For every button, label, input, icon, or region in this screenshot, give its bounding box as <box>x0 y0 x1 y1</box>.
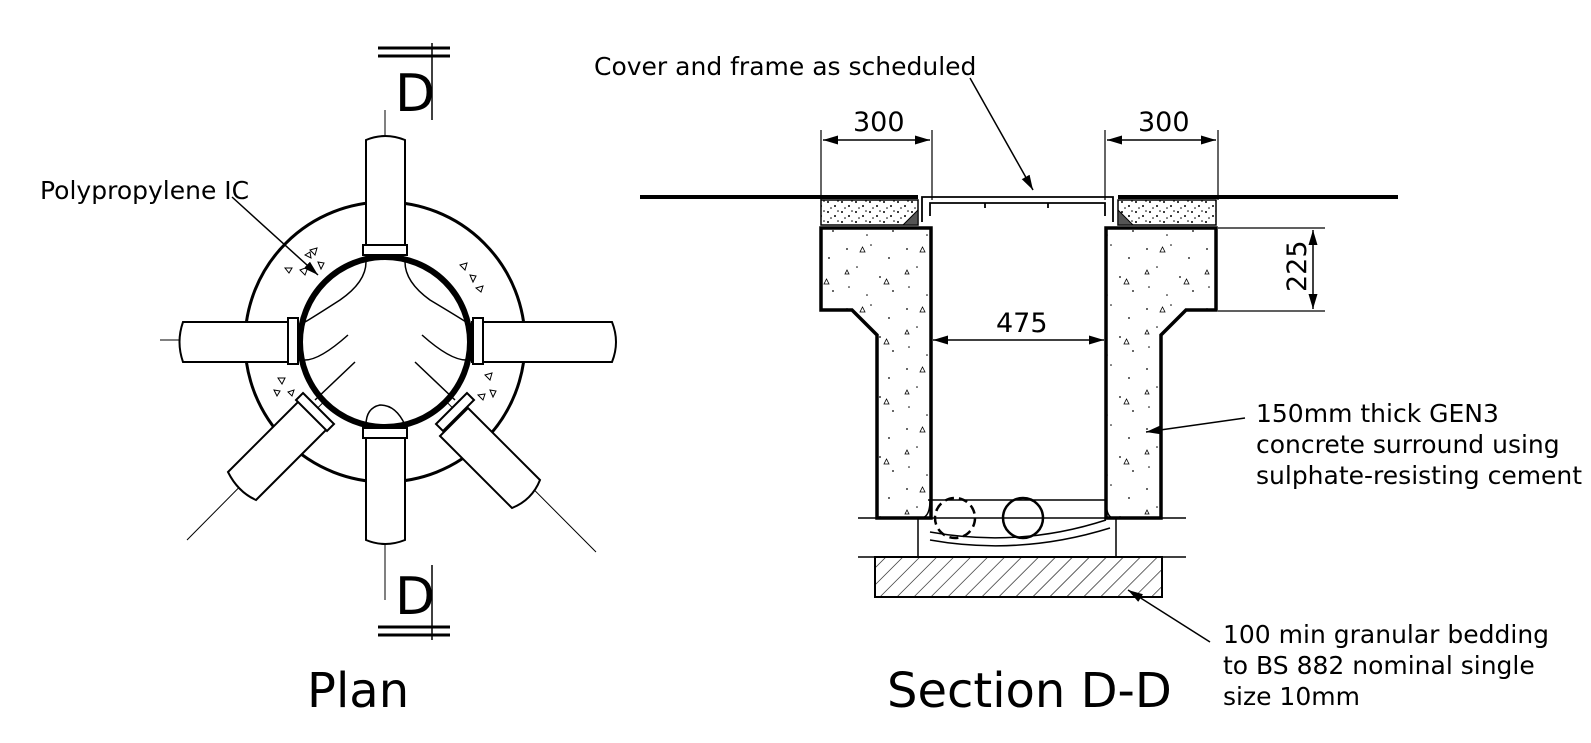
plan-pipes <box>178 135 617 545</box>
surround-leader <box>1145 417 1246 435</box>
section-marker-top: D <box>378 43 450 124</box>
surround-note-line-2: concrete surround using <box>1256 430 1560 459</box>
pipe-section-solid <box>1001 496 1045 540</box>
concrete-surround-right <box>1104 226 1218 520</box>
cover-leader <box>969 77 1034 191</box>
section-marker-bottom-letter: D <box>395 567 435 627</box>
plan-title: Plan <box>307 663 409 719</box>
pipe-left <box>178 321 299 363</box>
dim-300-left: 300 <box>820 107 933 200</box>
granular-bedding <box>874 556 1163 598</box>
dim-300-right-text: 300 <box>1138 107 1190 138</box>
dim-300-left-text: 300 <box>853 107 905 138</box>
pipe-right <box>471 321 617 363</box>
pipe-top <box>365 135 406 251</box>
dim-300-right: 300 <box>1104 107 1219 200</box>
dim-475-text: 475 <box>996 308 1048 339</box>
dim-475: 475 <box>933 308 1104 345</box>
section-marker-bottom: D <box>378 565 450 640</box>
plan-chamber <box>297 254 473 430</box>
plan-view: D D <box>40 43 617 719</box>
plan-chamber-note: Polypropylene IC <box>40 176 249 205</box>
frame-bedding-right <box>1117 199 1217 226</box>
plan-aggregate-marks <box>273 247 497 401</box>
fillet-right <box>1117 208 1135 226</box>
surround-note-line-3: sulphate-resisting cement <box>1256 461 1582 490</box>
fillet-left <box>901 208 919 226</box>
pipe-diag-left <box>226 398 330 502</box>
pipe-section-dashed <box>933 496 977 540</box>
concrete-surround-left <box>819 226 933 520</box>
plan-pipe-sockets <box>287 244 484 439</box>
dim-225-text: 225 <box>1282 240 1313 292</box>
section-title: Section D-D <box>887 663 1172 719</box>
surround-note: 150mm thick GEN3 concrete surround using… <box>1256 399 1582 490</box>
plan-benching <box>304 261 467 426</box>
section-view: 300 300 475 225 Cover and frame as sched… <box>594 52 1582 719</box>
surround-note-line-1: 150mm thick GEN3 <box>1256 399 1499 428</box>
frame-bedding-left <box>820 199 919 226</box>
section-marker-top-letter: D <box>395 64 435 124</box>
pipe-diag-right <box>438 406 542 510</box>
bedding-note: 100 min granular bedding to BS 882 nomin… <box>1223 620 1557 711</box>
cover-and-frame <box>921 196 1114 222</box>
bedding-leader <box>1127 589 1211 643</box>
bedding-note-line-3: size 10mm <box>1223 682 1360 711</box>
plan-chamber-leader <box>231 196 319 276</box>
pipe-bottom <box>365 429 406 545</box>
dim-225: 225 <box>1218 227 1325 312</box>
bedding-note-line-2: to BS 882 nominal single <box>1223 651 1535 680</box>
cover-note: Cover and frame as scheduled <box>594 52 976 81</box>
bedding-note-line-1: 100 min granular bedding <box>1223 620 1549 649</box>
